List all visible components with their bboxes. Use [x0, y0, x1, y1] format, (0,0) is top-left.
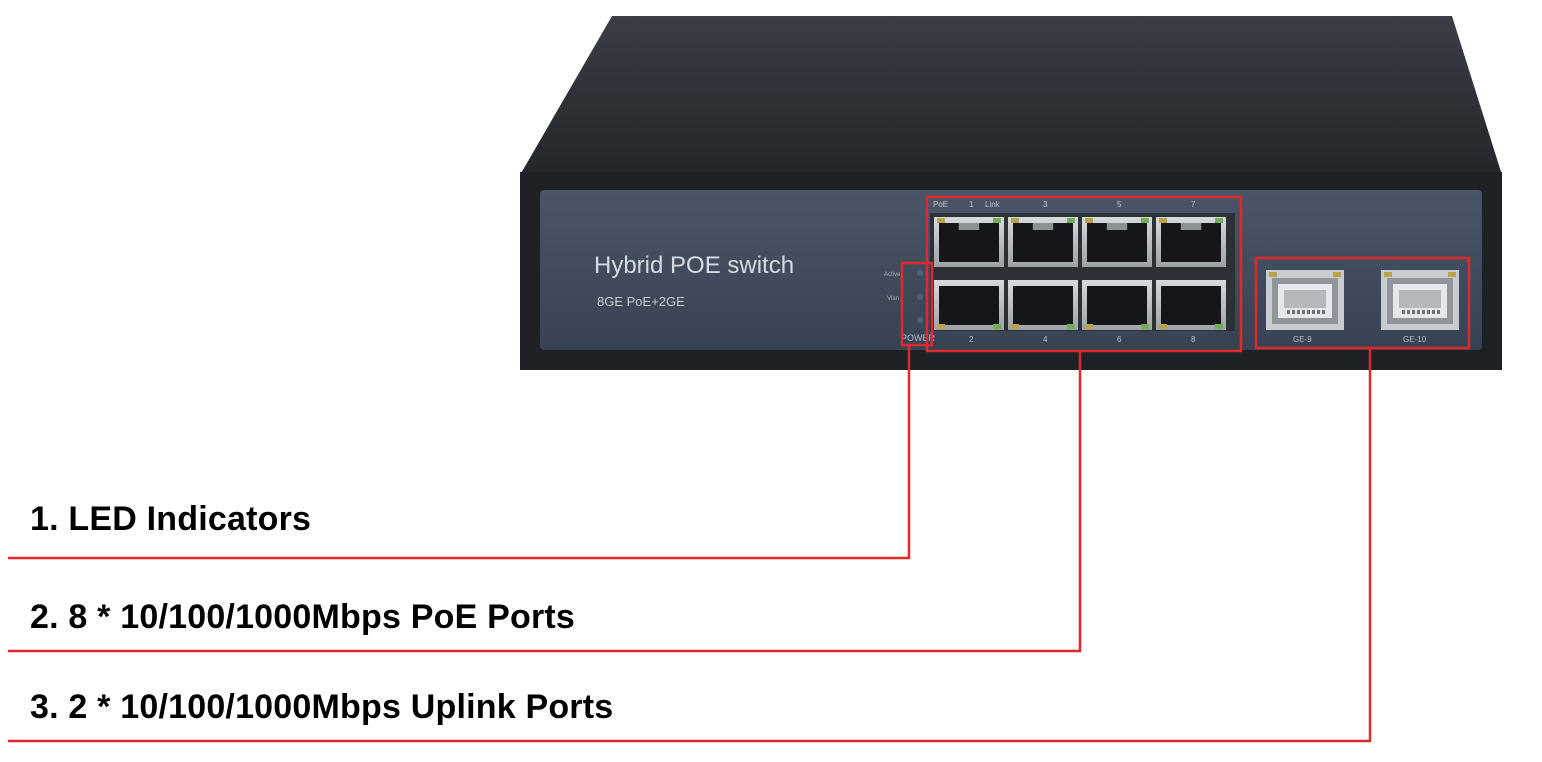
- uplink-port-ge9[interactable]: [1266, 270, 1344, 330]
- uplink-led-amber: [1448, 272, 1456, 277]
- leader-line-led: [8, 345, 911, 560]
- uplink-led-amber: [1384, 272, 1392, 277]
- led-indicator-box: [900, 261, 934, 347]
- led-label-active: Active: [884, 272, 901, 278]
- poe-port-2[interactable]: [934, 280, 1004, 330]
- led-label-link: Link: [985, 200, 1001, 209]
- model-line: 8GE PoE+2GE: [597, 294, 685, 309]
- port-number-top-5: 5: [1117, 200, 1122, 209]
- leader-lines: [8, 345, 1372, 743]
- poe-ports-box: [925, 195, 1243, 353]
- port-led-amber: [1159, 324, 1167, 329]
- port-led-green: [993, 324, 1001, 329]
- port-led-amber: [937, 324, 945, 329]
- port-number-bottom-6: 6: [1117, 335, 1122, 344]
- chassis-top: [520, 16, 1502, 175]
- callout-poe-ports: 2. 8 * 10/100/1000Mbps PoE Ports: [30, 598, 576, 636]
- poe-port-5[interactable]: [1082, 217, 1152, 267]
- brand-title: Hybrid POE switch: [594, 252, 794, 279]
- led-power: [917, 317, 923, 323]
- port-led-amber: [1011, 324, 1019, 329]
- callout-uplink-ports: 3. 2 * 10/100/1000Mbps Uplink Ports: [30, 688, 614, 726]
- leader-line-uplink: [8, 348, 1372, 743]
- port-number-bottom-8: 8: [1191, 335, 1196, 344]
- power-label: POWER: [901, 333, 936, 343]
- port-led-green: [1215, 218, 1223, 223]
- poe-port-6[interactable]: [1082, 280, 1152, 330]
- leader-line-poe: [8, 351, 1082, 653]
- uplink-port-ge10[interactable]: [1381, 270, 1459, 330]
- poe-ports: [934, 217, 1226, 330]
- poe-port-3[interactable]: [1008, 217, 1078, 267]
- port-led-green: [1067, 324, 1075, 329]
- port-number-top-7: 7: [1191, 200, 1196, 209]
- poe-port-7[interactable]: [1156, 217, 1226, 267]
- uplink-led-amber: [1269, 272, 1277, 277]
- poe-port-8[interactable]: [1156, 280, 1226, 330]
- port-number-top-1: 1: [969, 200, 974, 209]
- port-number-bottom-2: 2: [969, 335, 974, 344]
- port-led-green: [1215, 324, 1223, 329]
- port-number-top-3: 3: [1043, 200, 1048, 209]
- poe-port-1[interactable]: [934, 217, 1004, 267]
- callout-led-indicators: 1. LED Indicators: [30, 500, 312, 538]
- annotation-boxes: [900, 195, 1471, 353]
- led-label-vlan: Vlan: [887, 296, 899, 302]
- uplink-label-ge9: GE-9: [1293, 335, 1312, 344]
- led-label-poe: PoE: [933, 200, 948, 209]
- led-active: [917, 270, 923, 276]
- port-led-amber: [1085, 218, 1093, 223]
- port-number-group: 1 3 5 7 2 4 6 8: [969, 200, 1196, 344]
- port-led-amber: [1011, 218, 1019, 223]
- port-led-amber: [1085, 324, 1093, 329]
- poe-port-4[interactable]: [1008, 280, 1078, 330]
- port-led-green: [1141, 218, 1149, 223]
- port-number-bottom-4: 4: [1043, 335, 1048, 344]
- led-vlan: [917, 294, 923, 300]
- port-led-green: [1141, 324, 1149, 329]
- port-led-amber: [937, 218, 945, 223]
- port-led-green: [1067, 218, 1075, 223]
- uplink-ports-box: [1254, 256, 1471, 350]
- port-led-amber: [1159, 218, 1167, 223]
- uplink-led-amber: [1333, 272, 1341, 277]
- uplink-label-ge10: GE-10: [1403, 335, 1427, 344]
- uplink-ports: [1266, 270, 1459, 330]
- port-led-green: [993, 218, 1001, 223]
